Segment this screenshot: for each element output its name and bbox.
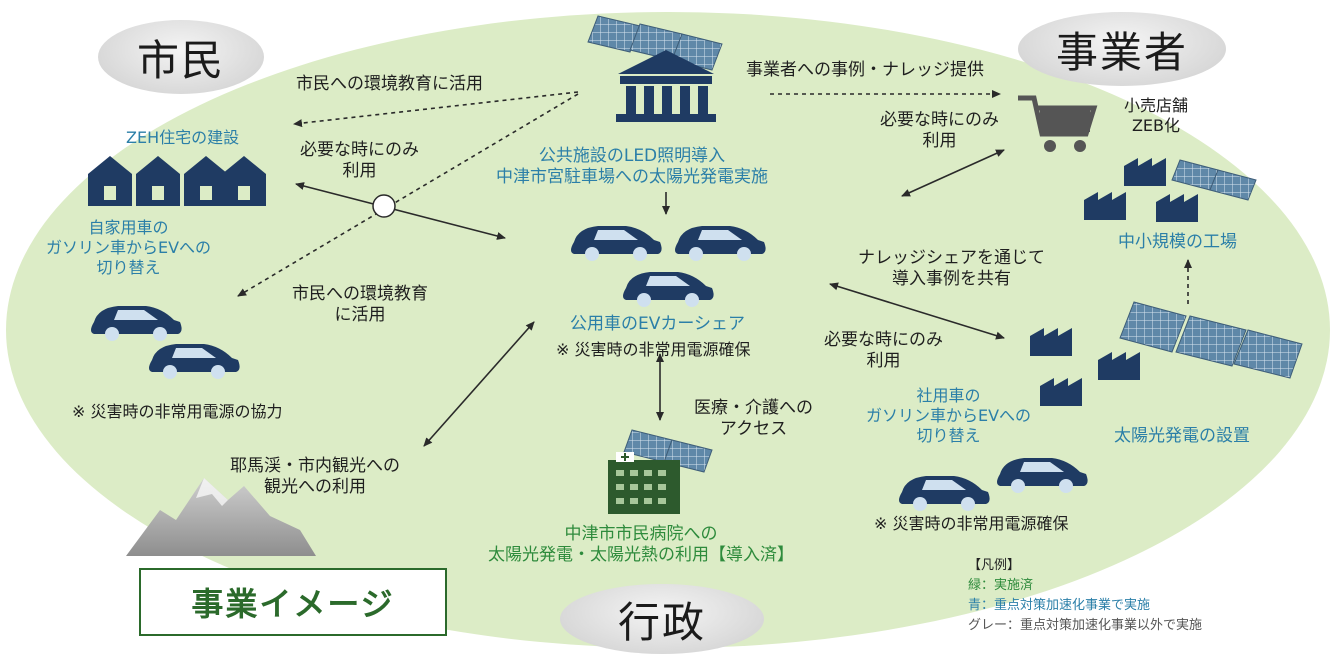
label-business-disaster: ※ 災害時の非常用電源確保 [874,514,1069,533]
hospital-building-icon [608,452,680,514]
junction-node [372,194,396,218]
factory-icon [1030,158,1198,406]
label-small-factory: 中小規模の工場 [1118,232,1237,252]
label-public-car-share: 公用車のEVカーシェア [570,314,746,334]
connectors [237,90,1192,447]
legend-gray: グレー：重点対策加速化事業以外で実施 [968,618,1203,633]
label-business-knowledge: 事業者への事例・ナレッジ提供 [746,60,984,80]
legend-blue: 青：重点対策加速化事業で実施 [968,598,1151,613]
label-hospital: 中津市市民病院への太陽光発電・太陽光熱の利用【導入済】 [488,524,794,566]
label-tourism: 耶馬渓・市内観光への観光への利用 [230,456,400,498]
label-business-when-needed: 必要な時にのみ利用 [880,110,999,152]
legend-title: 【凡例】 [968,558,1021,573]
public-building-icon [616,50,716,122]
factory-solar-panel-icon [1119,159,1303,379]
title-box: 事業イメージ [139,568,447,636]
car-icon [91,226,1088,511]
legend-green: 緑：実施済 [968,578,1034,593]
actor-citizen: 市民 [98,20,264,94]
label-citizen-when-needed: 必要な時にのみ利用 [300,140,419,182]
arrow-carshare-business [829,282,1005,340]
shopping-cart-icon [1018,95,1098,152]
arrow-education-mid [237,93,579,297]
label-public-disaster: ※ 災害時の非常用電源確保 [556,340,751,359]
label-medical-access: 医療・介護へのアクセス [694,398,813,440]
mountain-icon [126,478,316,556]
label-public-facility: 公共施設のLED照明導入中津市宮駐車場への太陽光発電実施 [496,146,768,188]
label-business-when-needed2: 必要な時にのみ利用 [824,330,943,372]
label-zeh-housing: ZEH住宅の建設 [126,128,240,147]
label-private-car-ev: 自家用車のガソリン車からEVへの切り替え [46,218,212,277]
actor-government: 行政 [560,584,764,654]
zeh-house-icon [88,156,266,206]
arrow-carshare-tourism [423,321,535,447]
label-company-car-ev: 社用車のガソリン車からEVへの切り替え [866,386,1032,445]
arrow-retail-carshare [901,149,1005,197]
label-solar-install: 太陽光発電の設置 [1114,426,1250,446]
label-citizen-disaster: ※ 災害時の非常用電源の協力 [72,402,283,421]
label-knowledge-share: ナレッジシェアを通じて導入事例を共有 [858,248,1045,290]
label-citizen-education-top: 市民への環境教育に活用 [296,74,483,94]
actor-business: 事業者 [1018,12,1226,86]
arrow-citizen-carshare [295,182,506,240]
label-citizen-education-mid: 市民への環境教育に活用 [292,284,428,326]
